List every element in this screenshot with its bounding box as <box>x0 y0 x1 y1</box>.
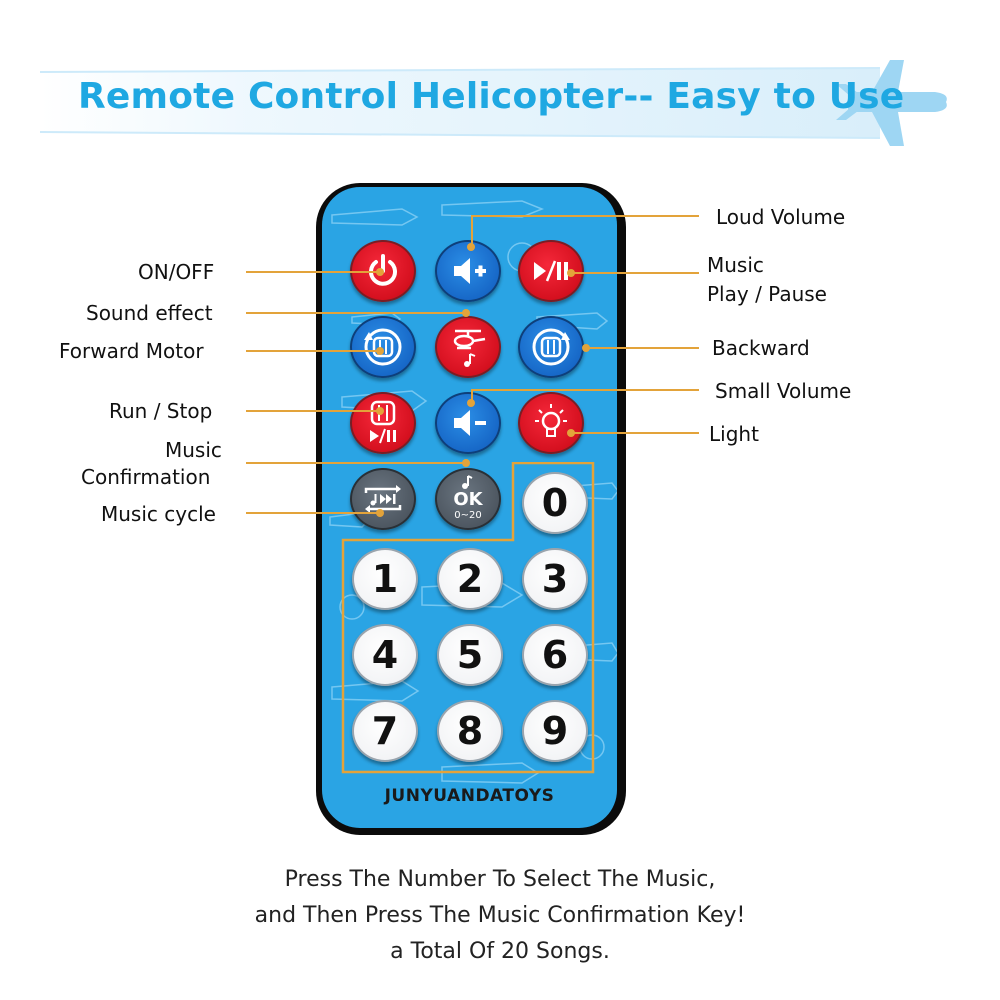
caption-line-1: Press The Number To Select The Music, <box>284 867 716 892</box>
number-button-3[interactable]: 3 <box>522 548 588 610</box>
leader-line <box>246 271 379 273</box>
brand-label: JUNYUANDATOYS <box>384 786 555 806</box>
number-button-2[interactable]: 2 <box>437 548 503 610</box>
airplane-banner-graphic <box>39 60 947 146</box>
number-button-7[interactable]: 7 <box>352 700 418 762</box>
label-music-play-pause-2: Play / Pause <box>707 282 827 306</box>
leader-dot <box>567 429 575 437</box>
number-button-4[interactable]: 4 <box>352 624 418 686</box>
number-button-9[interactable]: 9 <box>522 700 588 762</box>
ok-confirm-button[interactable]: OK 0~20 <box>435 468 501 530</box>
backward-motor-button[interactable] <box>518 316 584 378</box>
helicopter-music-icon <box>453 329 486 367</box>
leader-line <box>471 215 473 248</box>
ok-label: OK <box>453 489 483 510</box>
label-run-stop: Run / Stop <box>109 399 213 423</box>
caption-line-2: and Then Press The Music Confirmation Ke… <box>254 903 746 928</box>
music-play-pause-button[interactable] <box>518 240 584 302</box>
music-cycle-button[interactable] <box>350 468 416 530</box>
leader-line <box>472 215 699 217</box>
leader-dot <box>376 347 384 355</box>
label-backward: Backward <box>712 336 810 360</box>
label-sound-effect: Sound effect <box>86 301 213 325</box>
leader-dot <box>376 268 384 276</box>
speaker-plus-icon <box>454 258 486 284</box>
caption-line-3: a Total Of 20 Songs. <box>390 939 610 964</box>
volume-up-button[interactable] <box>435 240 501 302</box>
number-button-0[interactable]: 0 <box>522 472 588 534</box>
leader-dot <box>376 407 384 415</box>
leader-line <box>472 389 699 391</box>
leader-dot <box>467 399 475 407</box>
music-note-icon <box>462 475 473 489</box>
run-stop-button[interactable] <box>350 392 416 454</box>
header-banner <box>0 0 1000 170</box>
number-label: 4 <box>371 633 399 677</box>
number-button-6[interactable]: 6 <box>522 624 588 686</box>
rotate-forward-icon <box>364 328 402 366</box>
number-label: 2 <box>456 557 484 601</box>
number-label: 0 <box>541 481 569 525</box>
leader-dot <box>462 309 470 317</box>
page-title: Remote Control Helicopter-- Easy to Use <box>78 76 905 117</box>
label-on-off: ON/OFF <box>138 260 215 284</box>
forward-motor-button[interactable] <box>350 316 416 378</box>
number-button-1[interactable]: 1 <box>352 548 418 610</box>
speaker-minus-icon <box>454 410 486 436</box>
leader-line <box>585 347 699 349</box>
sound-effect-button[interactable] <box>435 316 501 378</box>
leader-dot <box>567 269 575 277</box>
rotate-backward-icon <box>532 328 570 366</box>
leader-line <box>570 272 699 274</box>
leader-dot <box>462 459 470 467</box>
leader-line <box>246 350 379 352</box>
label-loud-volume: Loud Volume <box>716 205 846 229</box>
label-small-volume: Small Volume <box>715 379 852 403</box>
ok-range-label: 0~20 <box>454 510 482 521</box>
number-label: 7 <box>371 709 399 753</box>
number-label: 9 <box>541 709 569 753</box>
leader-line <box>246 512 379 514</box>
leader-dot <box>376 509 384 517</box>
number-label: 5 <box>456 633 484 677</box>
number-keys-highlight <box>341 462 595 774</box>
light-bulb-icon <box>535 404 567 437</box>
label-music-confirmation-2: Confirmation <box>81 465 211 489</box>
number-label: 3 <box>541 557 569 601</box>
label-forward-motor: Forward Motor <box>59 339 204 363</box>
number-label: 1 <box>371 557 399 601</box>
motor-play-pause-icon <box>370 400 396 444</box>
leader-dot <box>582 344 590 352</box>
light-button[interactable] <box>518 392 584 454</box>
label-light: Light <box>709 422 759 446</box>
label-music-cycle: Music cycle <box>101 502 216 526</box>
leader-dot <box>467 243 475 251</box>
leader-line <box>246 410 379 412</box>
label-music-confirmation-1: Music <box>165 438 222 462</box>
leader-line <box>246 312 466 314</box>
leader-line <box>246 462 466 464</box>
play-pause-icon <box>534 260 568 282</box>
leader-line <box>471 389 473 403</box>
number-button-5[interactable]: 5 <box>437 624 503 686</box>
number-label: 8 <box>456 709 484 753</box>
number-button-8[interactable]: 8 <box>437 700 503 762</box>
leader-line <box>570 432 699 434</box>
number-label: 6 <box>541 633 569 677</box>
label-music-play-pause-1: Music <box>707 253 764 277</box>
